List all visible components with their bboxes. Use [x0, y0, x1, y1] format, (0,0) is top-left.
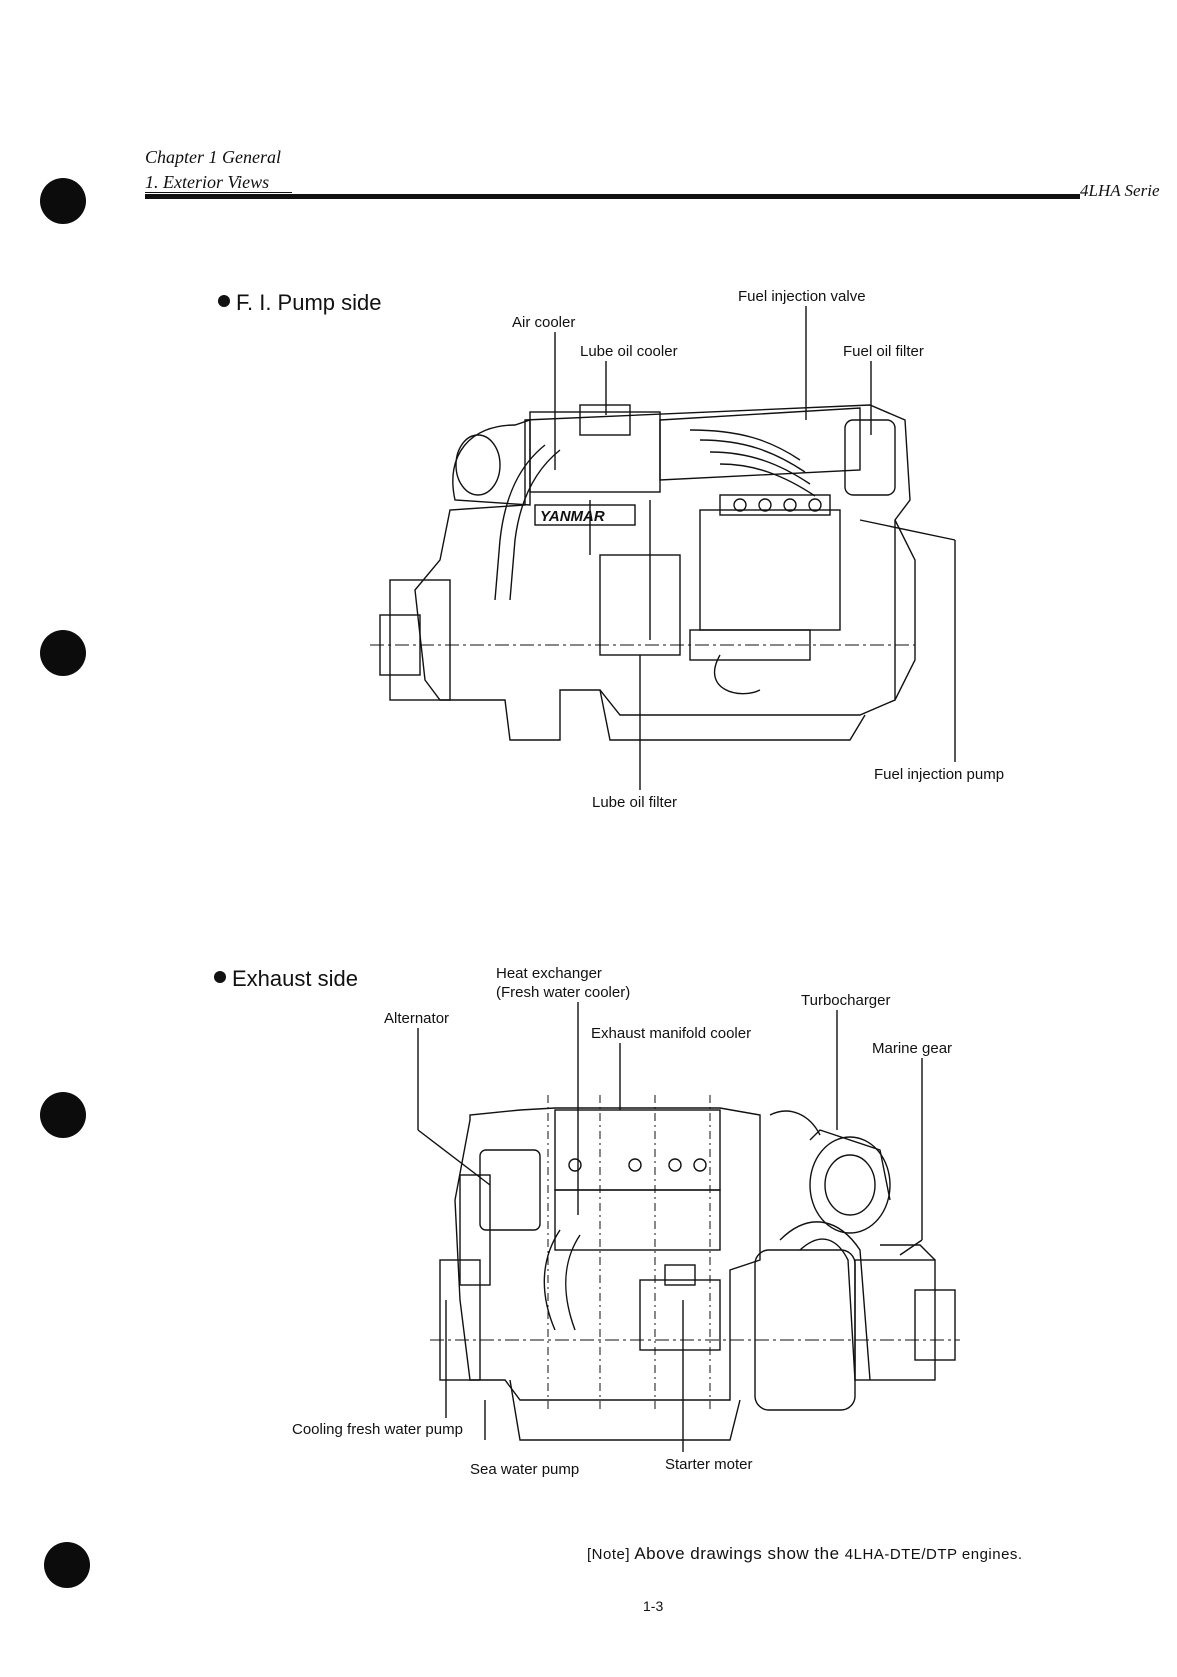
punch-hole-2	[40, 630, 86, 676]
yanmar-brand-text: YANMAR	[540, 508, 605, 525]
punch-hole-3	[40, 1092, 86, 1138]
punch-hole-1	[40, 178, 86, 224]
bullet-icon	[218, 295, 230, 307]
label-marine-gear: Marine gear	[872, 1040, 953, 1057]
label-cooling-fresh-water-pump: Cooling fresh water pump	[292, 1421, 463, 1438]
label-fresh-water-cooler: (Fresh water cooler)	[496, 984, 631, 1001]
label-turbocharger: Turbocharger	[801, 992, 891, 1009]
fi-pump-side-heading: F. I. Pump side	[218, 290, 382, 316]
punch-hole-4	[44, 1542, 90, 1588]
chapter-title: Chapter 1 General	[145, 147, 281, 167]
header-rule-thin	[145, 192, 292, 193]
note-text: Above drawings show the	[634, 1544, 840, 1563]
label-sea-water-pump: Sea water pump	[470, 1461, 580, 1478]
label-air-cooler: Air cooler	[512, 314, 576, 331]
label-fuel-injection-pump: Fuel injection pump	[874, 766, 1005, 783]
fi-pump-side-title: F. I. Pump side	[236, 290, 382, 315]
bullet-icon	[214, 971, 226, 983]
note-line: [Note] Above drawings show the 4LHA-DTE/…	[587, 1544, 1023, 1564]
exhaust-side-title: Exhaust side	[232, 966, 358, 991]
page-number: 1-3	[643, 1598, 664, 1614]
note-models: 4LHA-DTE/DTP engines.	[844, 1546, 1023, 1563]
series-title: 4LHA Serie	[1080, 181, 1160, 200]
label-fuel-injection-valve: Fuel injection valve	[738, 288, 866, 305]
label-starter-moter: Starter moter	[665, 1456, 753, 1473]
note-tag: [Note]	[587, 1546, 631, 1563]
label-lube-oil-filter: Lube oil filter	[592, 794, 678, 811]
section-title: 1. Exterior Views	[145, 172, 270, 192]
label-exhaust-manifold-cooler: Exhaust manifold cooler	[591, 1025, 752, 1042]
label-lube-oil-cooler: Lube oil cooler	[580, 343, 678, 360]
label-fuel-oil-filter: Fuel oil filter	[843, 343, 924, 360]
exhaust-side-heading: Exhaust side	[214, 966, 358, 992]
engine-drawing-fi-pump-side: YANMAR	[370, 306, 956, 790]
header-rule	[145, 194, 1080, 199]
label-heat-exchanger: Heat exchanger	[496, 965, 602, 982]
label-alternator: Alternator	[384, 1010, 450, 1027]
